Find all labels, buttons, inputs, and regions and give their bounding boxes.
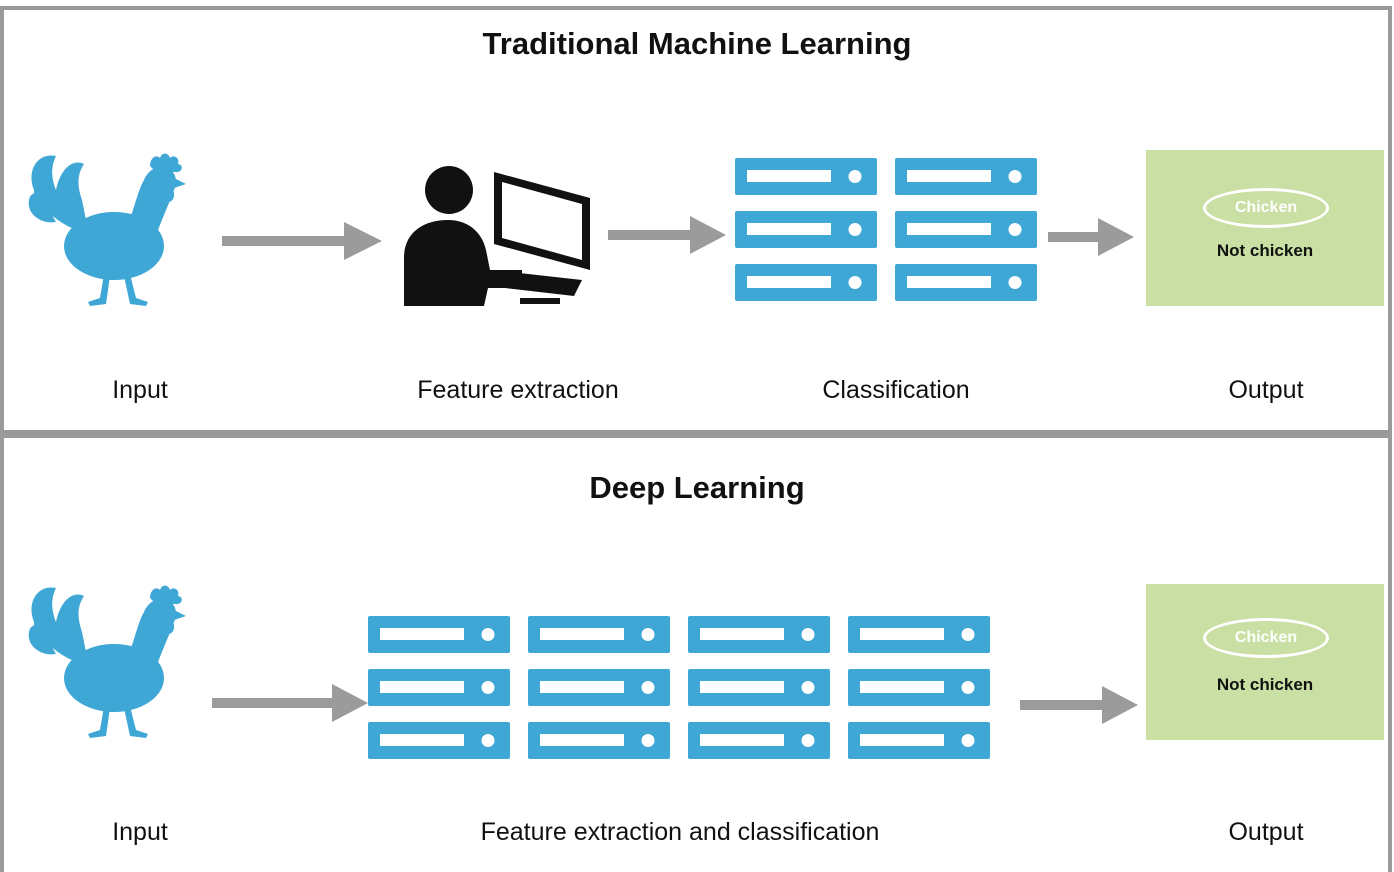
deep-learning-title: Deep Learning (589, 470, 805, 505)
traditional-ml-panel (0, 6, 1392, 434)
output-box: Chicken Not chicken (1146, 584, 1384, 740)
server-rack-icon (368, 616, 990, 759)
server-rack-icon (735, 158, 1037, 301)
rooster-icon (28, 153, 186, 306)
chicken-option: Chicken (1203, 188, 1329, 228)
deep-learning-panel (0, 434, 1392, 872)
arrow-right-icon (1048, 218, 1134, 256)
feature-extraction-label: Feature extraction (417, 376, 619, 404)
not-chicken-option: Not chicken (1216, 675, 1314, 694)
arrow-right-icon (608, 216, 726, 254)
arrow-right-icon (1020, 686, 1138, 724)
arrow-right-icon (212, 684, 368, 722)
person-at-computer-icon (404, 166, 590, 306)
input-label: Input (112, 818, 168, 846)
output-label: Output (1228, 818, 1304, 846)
feature-extraction-classification-label: Feature extraction and classification (480, 818, 880, 846)
input-label: Input (112, 376, 168, 404)
arrow-right-icon (222, 222, 382, 260)
traditional-ml-title: Traditional Machine Learning (482, 26, 912, 61)
classification-label: Classification (822, 376, 970, 404)
not-chicken-option: Not chicken (1216, 241, 1314, 260)
rooster-icon (28, 585, 186, 738)
output-label: Output (1228, 376, 1304, 404)
chicken-option: Chicken (1203, 618, 1329, 658)
output-box: Chicken Not chicken (1146, 150, 1384, 306)
